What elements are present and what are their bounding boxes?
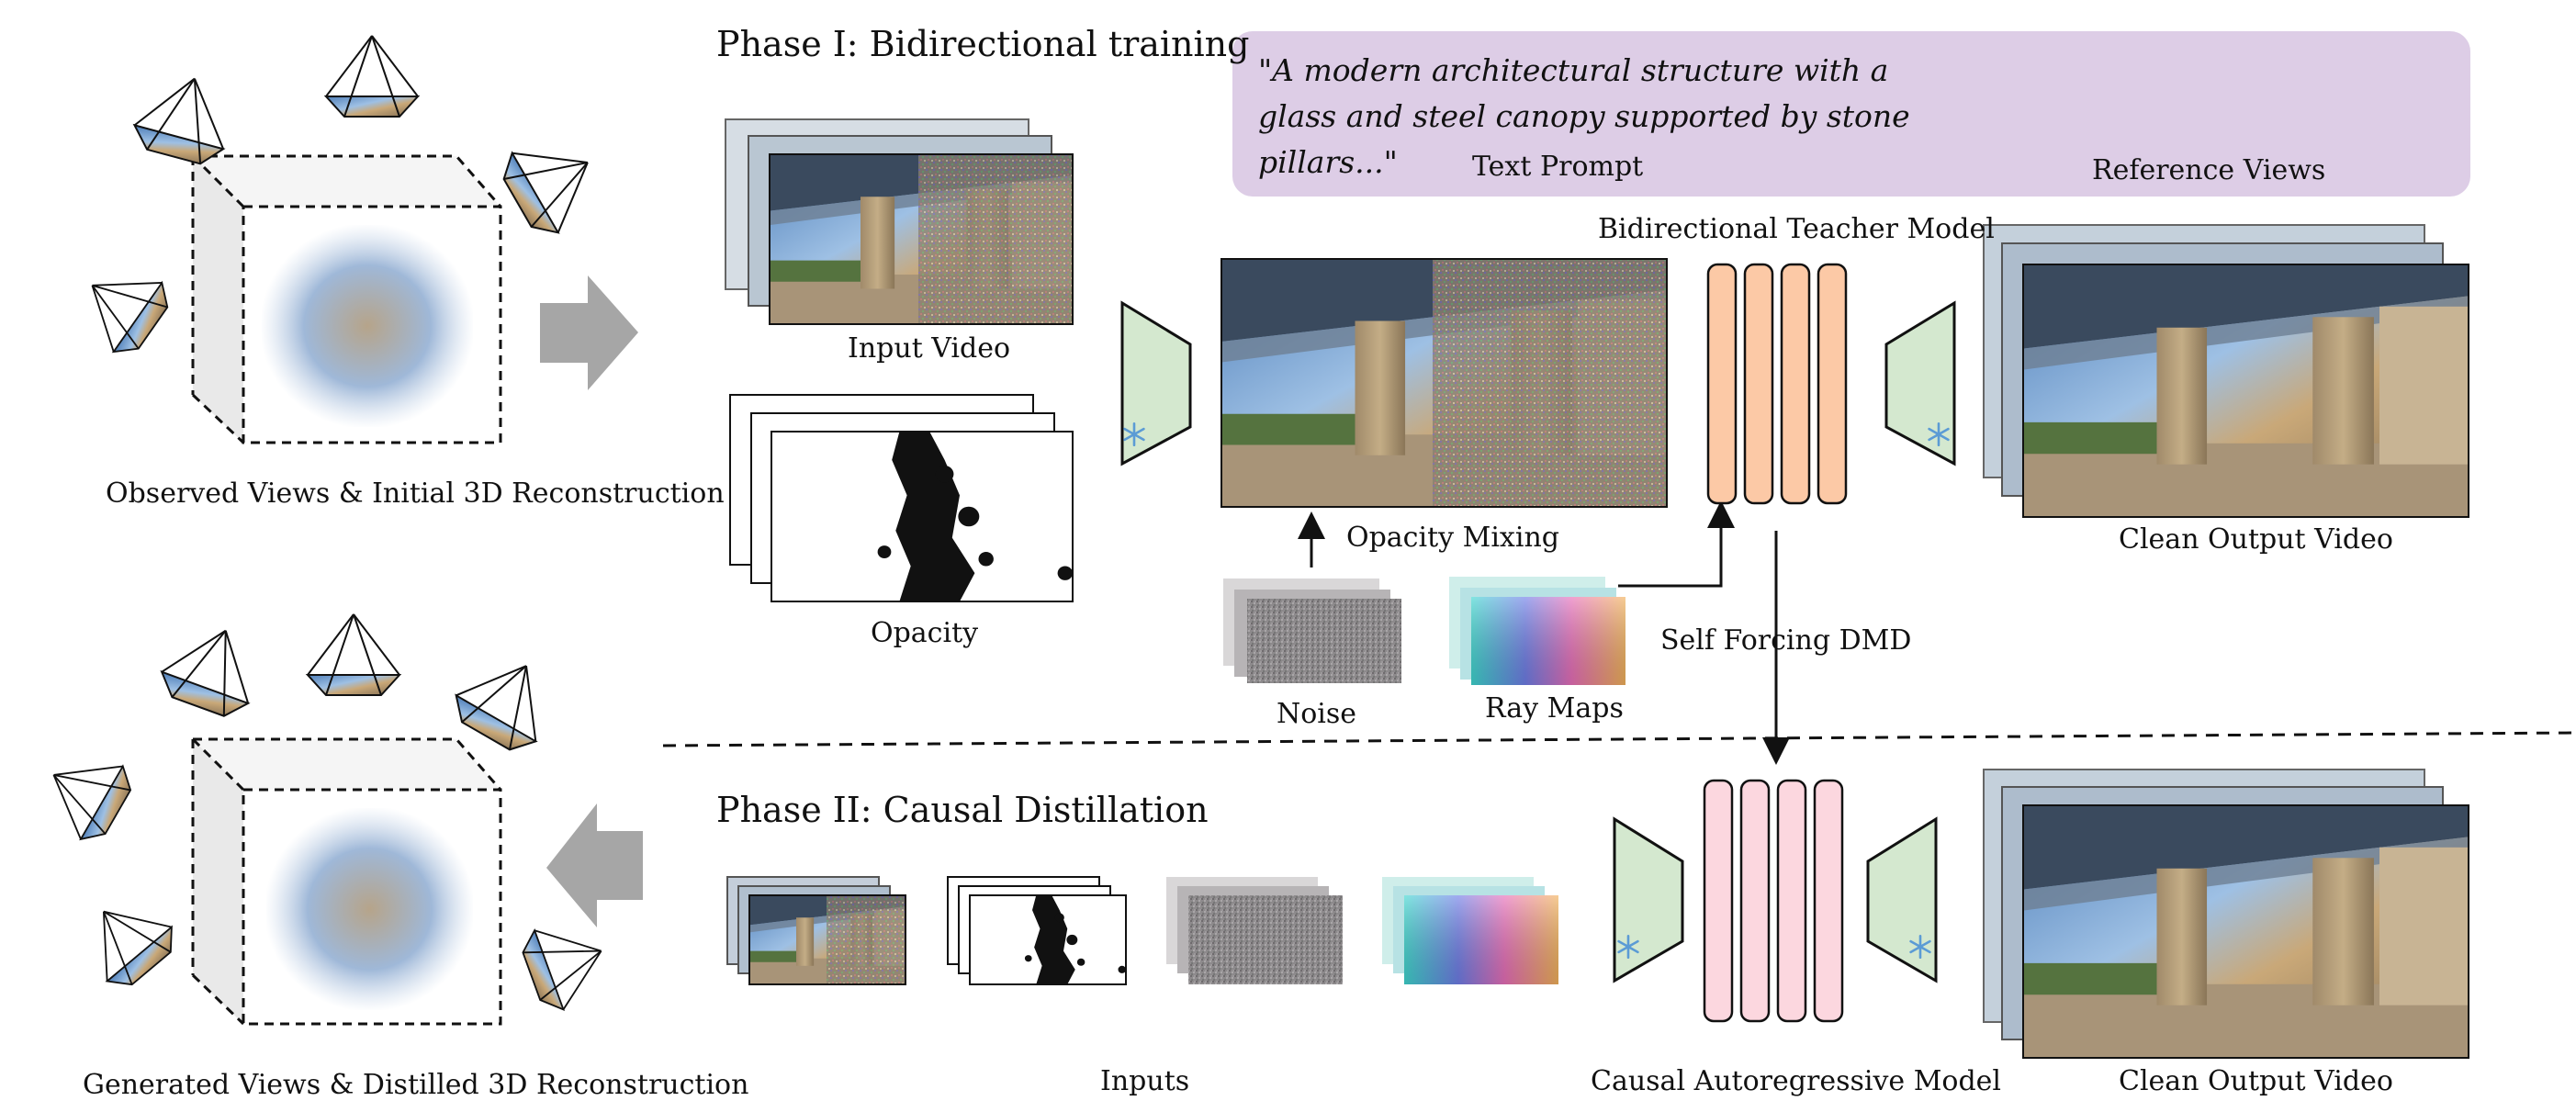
ray-maps-label: Ray Maps xyxy=(1485,692,1624,725)
causal-model-label: Causal Autoregressive Model xyxy=(1591,1065,2002,1097)
camera-frustum-icon xyxy=(70,883,185,996)
big-arrow-left-icon xyxy=(546,803,643,927)
camera-frustum-icon xyxy=(67,250,178,364)
cube-side xyxy=(193,739,243,1024)
initial-reconstruction-image xyxy=(262,225,473,427)
cube-top xyxy=(193,156,501,207)
inputs-label: Inputs xyxy=(1100,1065,1190,1097)
camera-frustum-icon xyxy=(444,642,568,760)
encoder-block xyxy=(1613,816,1684,983)
camera-frustum-icon xyxy=(31,737,141,849)
camera-frustum-icon xyxy=(325,35,419,118)
observed-views-group xyxy=(67,35,638,444)
noise-stack xyxy=(1223,579,1401,683)
text-prompt-box xyxy=(1232,31,2470,197)
input-video-stack xyxy=(725,118,1074,325)
clean-output-label: Clean Output Video xyxy=(2119,523,2393,556)
cube-side xyxy=(193,156,243,443)
inputs-video-stack xyxy=(726,876,906,985)
camera-frustum-icon xyxy=(153,613,270,724)
teacher-model-block xyxy=(1706,263,1848,505)
encoder-block xyxy=(1120,300,1192,466)
self-forcing-label: Self Forcing DMD xyxy=(1660,624,1912,657)
cube-top xyxy=(193,739,501,790)
text-prompt-quote: "A modern architectural structure with a… xyxy=(1258,52,1910,180)
clean-output-stack xyxy=(1983,224,2469,518)
camera-frustum-icon xyxy=(516,910,617,1017)
inputs-raymap-stack xyxy=(1382,877,1558,984)
phase2-title: Phase II: Causal Distillation xyxy=(716,790,1209,830)
observed-views-label: Observed Views & Initial 3D Reconstructi… xyxy=(106,477,725,510)
opacity-stack xyxy=(729,394,1074,602)
inputs-noise-stack xyxy=(1166,877,1343,984)
clean-output-label-2: Clean Output Video xyxy=(2119,1065,2393,1097)
inputs-opacity-stack xyxy=(947,876,1127,985)
reference-views-label: Reference Views xyxy=(2092,154,2326,186)
opacity-mixing-label: Opacity Mixing xyxy=(1346,522,1559,554)
ray-maps-stack xyxy=(1449,577,1625,685)
opacity-mixing-image xyxy=(1221,258,1668,508)
big-arrow-right-icon xyxy=(540,275,638,390)
generated-views-group xyxy=(31,613,643,1026)
ray-connector-arrow xyxy=(1618,500,1735,588)
opacity-label: Opacity xyxy=(871,617,979,649)
causal-model-block xyxy=(1703,779,1844,1023)
clean-output-stack-2 xyxy=(1983,769,2469,1059)
distilled-reconstruction-image xyxy=(266,808,473,1010)
phase1-title: Phase I: Bidirectional training xyxy=(716,24,1250,64)
generated-views-label: Generated Views & Distilled 3D Reconstru… xyxy=(83,1069,749,1101)
camera-frustum-icon xyxy=(128,65,241,170)
input-video-label: Input Video xyxy=(848,332,1011,365)
camera-frustum-icon xyxy=(493,121,612,244)
teacher-model-label: Bidirectional Teacher Model xyxy=(1598,213,1995,245)
decoder-block xyxy=(1884,300,1956,466)
decoder-block xyxy=(1866,816,1938,983)
text-prompt-label: Text Prompt xyxy=(1472,151,1644,183)
noise-label: Noise xyxy=(1277,698,1357,730)
camera-frustum-icon xyxy=(307,613,400,696)
phase-divider xyxy=(662,731,2576,747)
